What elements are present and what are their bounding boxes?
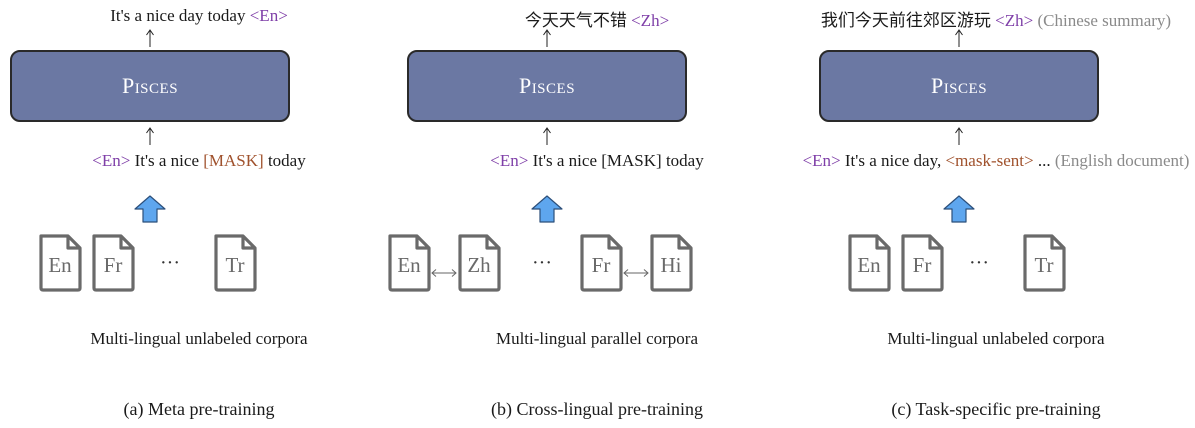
up-arrow-icon <box>145 28 155 48</box>
mask-token: [MASK] <box>203 151 264 170</box>
input-pre: It's a nice <box>130 151 204 170</box>
input-post: today <box>263 151 306 170</box>
corpus-label: Multi-lingual parallel corpora <box>495 329 699 348</box>
doc-label-fr: Fr <box>103 253 123 277</box>
output-lang-tag: <En> <box>249 6 288 25</box>
ellipsis: ··· <box>160 252 180 274</box>
corpus-label: Multi-lingual unlabeled corpora <box>887 329 1105 348</box>
input-text: <En> It's a nice [MASK] today <box>398 151 796 171</box>
pisces-model-box: Pisces <box>407 50 687 122</box>
input-lang-tag: <En> <box>92 151 131 170</box>
output-lang-tag: <Zh> <box>995 11 1034 30</box>
output-text: 我们今天前往郊区游玩 <Zh> (Chinese summary) <box>677 6 1195 31</box>
doc-label-hi: Hi <box>660 253 682 277</box>
output-text: It's a nice day today <En> <box>0 6 398 26</box>
input-lang-tag: <En> <box>490 151 529 170</box>
input-pre: It's a nice day, <box>840 151 946 170</box>
input-sentence: It's a nice [MASK] today <box>528 151 704 170</box>
doc-label-tr: Tr <box>1034 253 1054 277</box>
pisces-model-box: Pisces <box>819 50 1099 122</box>
ellipsis: ··· <box>969 252 989 274</box>
panel-caption: (c) Task-specific pre-training <box>891 399 1101 419</box>
input-lang-tag: <En> <box>802 151 841 170</box>
panel-caption: (b) Cross-lingual pre-training <box>491 399 703 419</box>
up-arrow-icon <box>542 126 552 146</box>
doc-label-tr: Tr <box>225 253 245 277</box>
bidirectional-arrow-icon <box>622 268 650 278</box>
panel-caption: (a) Meta pre-training <box>123 399 275 419</box>
up-arrow-icon <box>954 28 964 48</box>
input-note: (English document) <box>1054 151 1190 170</box>
doc-label-en: En <box>857 253 881 277</box>
output-sentence: 我们今天前往郊区游玩 <box>820 11 996 30</box>
corpus-label: Multi-lingual unlabeled corpora <box>90 329 308 348</box>
pisces-model-box: Pisces <box>10 50 290 122</box>
output-lang-tag: <Zh> <box>631 11 670 30</box>
input-text: <En> It's a nice [MASK] today <box>0 151 398 171</box>
blue-up-arrow-icon <box>133 194 167 224</box>
doc-label-zh: Zh <box>467 253 491 277</box>
mask-sent-token: <mask-sent> <box>945 151 1034 170</box>
input-post: ... <box>1033 151 1055 170</box>
up-arrow-icon <box>542 28 552 48</box>
blue-up-arrow-icon <box>942 194 976 224</box>
output-sentence: 今天天气不错 <box>524 11 632 30</box>
ellipsis: ··· <box>532 252 552 274</box>
doc-label-fr: Fr <box>912 253 932 277</box>
output-text: 今天天气不错 <Zh> <box>398 6 796 31</box>
doc-label-fr: Fr <box>591 253 611 277</box>
input-text: <En> It's a nice day, <mask-sent> ... (E… <box>677 151 1195 171</box>
up-arrow-icon <box>954 126 964 146</box>
output-note: (Chinese summary) <box>1033 11 1172 30</box>
panel-task-specific-pretraining: 我们今天前往郊区游玩 <Zh> (Chinese summary) Pisces… <box>797 0 1195 428</box>
blue-up-arrow-icon <box>530 194 564 224</box>
panel-cross-lingual-pretraining: 今天天气不错 <Zh> Pisces <En> It's a nice [MAS… <box>398 0 796 428</box>
up-arrow-icon <box>145 126 155 146</box>
doc-label-en: En <box>48 253 72 277</box>
panel-meta-pretraining: It's a nice day today <En> Pisces <En> I… <box>0 0 398 428</box>
bidirectional-arrow-icon <box>430 268 458 278</box>
doc-label-en: En <box>397 253 421 277</box>
output-sentence: It's a nice day today <box>110 6 250 25</box>
